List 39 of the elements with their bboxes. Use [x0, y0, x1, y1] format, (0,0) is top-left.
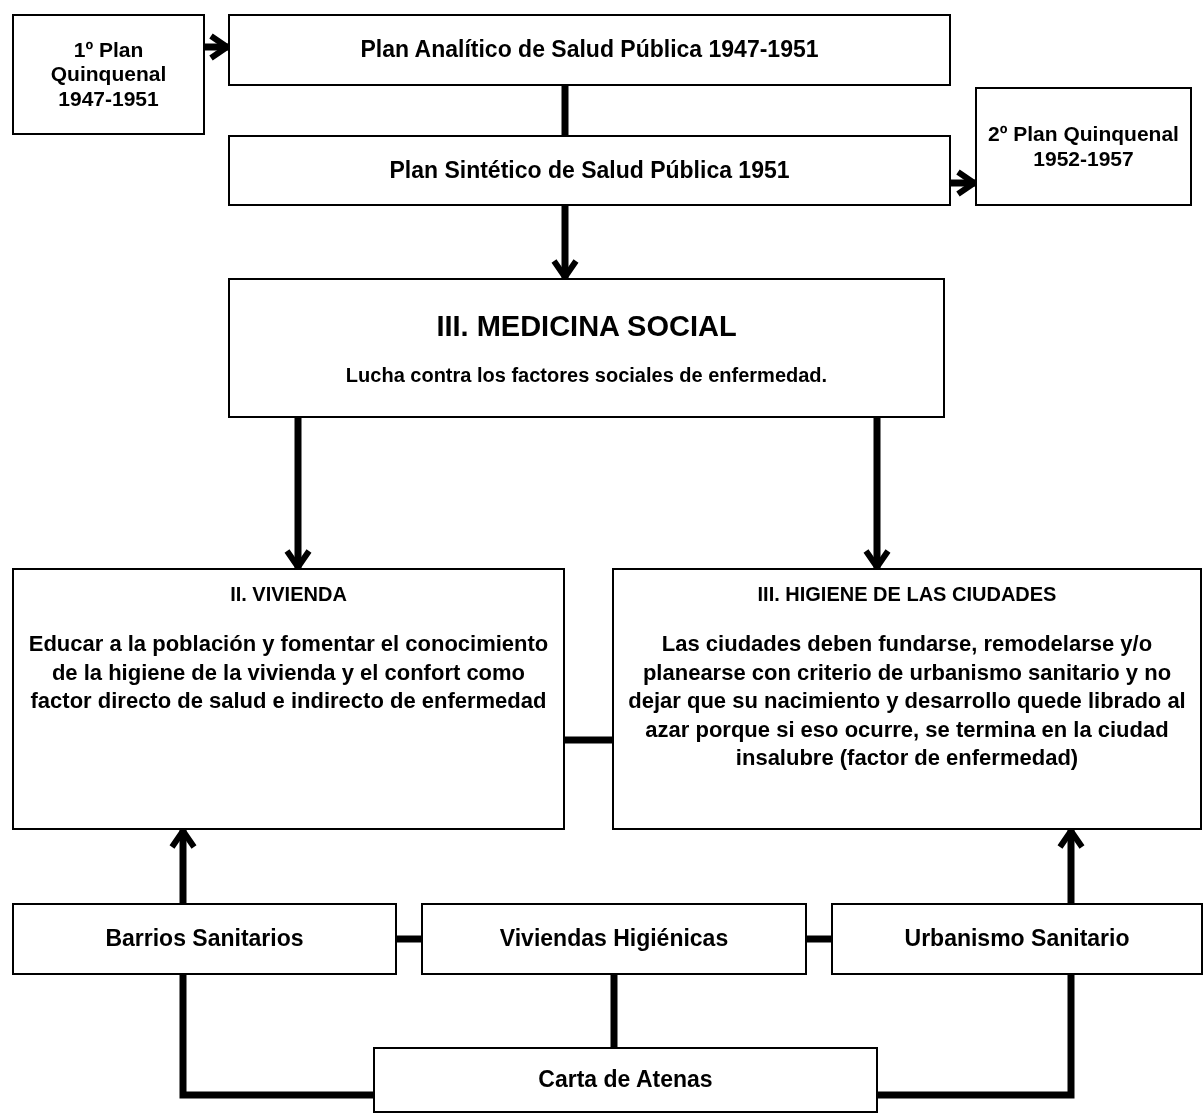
- text-box: [831, 903, 1203, 975]
- arrow: [1057, 828, 1085, 903]
- text-box: [975, 87, 1192, 206]
- box-label: 1º Plan Quinquenal 1947-1951: [49, 38, 168, 111]
- box-label: Plan Sintético de Salud Pública 1951: [389, 156, 790, 185]
- connector-line: [565, 736, 612, 744]
- text-box: [612, 568, 1202, 830]
- arrow: [863, 418, 891, 570]
- text-box: [373, 1047, 878, 1113]
- box-description: Educar a la población y fomentar el conocimiento de la higiene de la vivienda y el confort como factor directo de salud e indirecto de enfermedad: [27, 630, 550, 716]
- box-label: Urbanismo Sanitario: [904, 925, 1130, 953]
- text-box: [12, 903, 397, 975]
- arrow: [551, 206, 579, 280]
- text-box: [12, 14, 205, 135]
- box-heading: III. HIGIENE DE LAS CIUDADES: [757, 582, 1057, 606]
- text-box: [421, 903, 807, 975]
- box-heading: III. MEDICINA SOCIAL: [436, 308, 737, 344]
- text-box: [228, 278, 945, 418]
- arrow: [205, 33, 230, 61]
- box-label: Plan Analítico de Salud Pública 1947-1951: [360, 36, 819, 64]
- box-label: 2º Plan Quinquenal 1952-1957: [987, 122, 1180, 171]
- box-label: Carta de Atenas: [538, 1066, 713, 1094]
- box-label: Viviendas Higiénicas: [499, 925, 729, 953]
- connector-line: [807, 935, 831, 943]
- arrow: [951, 169, 977, 197]
- text-box: [228, 135, 951, 206]
- text-box: [12, 568, 565, 830]
- arrow: [284, 418, 312, 570]
- box-description: Las ciudades deben fundarse, remodelarse y/o planearse con criterio de urbanismo sanitario y no dejar que su nacimiento y desarrollo quede librado al azar porque si eso ocurre, se termina en la ciudad insalubre (factor de enfermedad): [627, 630, 1187, 773]
- connector-line: [179, 975, 373, 1099]
- box-description: Lucha contra los factores sociales de enfermedad.: [345, 363, 828, 388]
- box-heading: II. VIVIENDA: [230, 582, 347, 606]
- arrow: [169, 828, 197, 903]
- connector-line: [561, 86, 569, 135]
- connector-line: [397, 935, 421, 943]
- text-box: [228, 14, 951, 86]
- connector-line: [878, 975, 1075, 1099]
- connector-line: [610, 975, 618, 1047]
- box-label: Barrios Sanitarios: [105, 925, 304, 953]
